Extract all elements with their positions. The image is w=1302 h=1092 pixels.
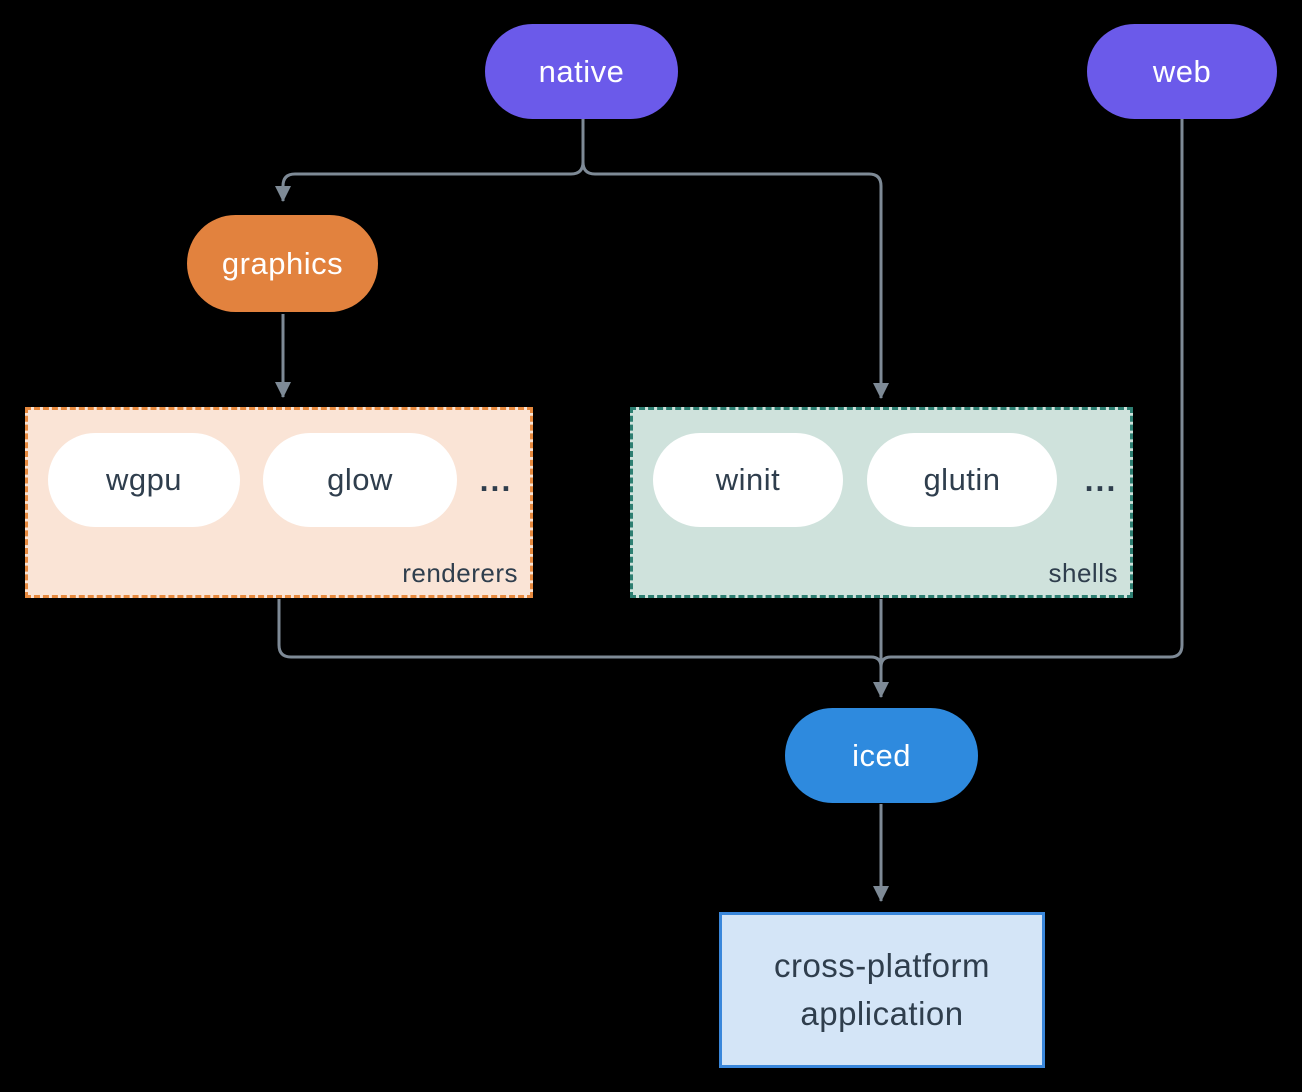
node-iced: iced bbox=[785, 708, 978, 803]
node-glow: glow bbox=[263, 433, 457, 527]
node-wgpu-label: wgpu bbox=[105, 462, 183, 497]
application-label-line1: cross-platform bbox=[773, 947, 991, 984]
node-web-label: web bbox=[1152, 53, 1212, 89]
edge-native-to-graphics bbox=[275, 119, 585, 202]
node-glow-label: glow bbox=[327, 462, 393, 497]
node-native: native bbox=[485, 24, 678, 119]
node-winit: winit bbox=[653, 433, 843, 527]
group-renderers: wgpu glow ... renderers bbox=[25, 407, 533, 598]
node-native-label: native bbox=[538, 53, 625, 89]
node-glutin-label: glutin bbox=[923, 462, 1001, 497]
node-wgpu: wgpu bbox=[48, 433, 240, 527]
edge-native-to-shells bbox=[581, 119, 889, 399]
node-cross-platform-application: cross-platform application bbox=[719, 912, 1045, 1068]
edge-renderers-to-merge bbox=[277, 599, 883, 668]
renderers-group-label: renderers bbox=[402, 558, 518, 588]
renderers-ellipsis: ... bbox=[479, 461, 513, 498]
application-label-line2: application bbox=[800, 995, 964, 1032]
node-winit-label: winit bbox=[715, 462, 781, 497]
node-graphics-label: graphics bbox=[221, 245, 344, 281]
node-graphics: graphics bbox=[187, 215, 378, 312]
shells-group-label: shells bbox=[1048, 558, 1118, 588]
node-web: web bbox=[1087, 24, 1277, 119]
node-iced-label: iced bbox=[852, 737, 911, 773]
shells-ellipsis: ... bbox=[1084, 461, 1118, 498]
node-glutin: glutin bbox=[867, 433, 1057, 527]
group-shells: winit glutin ... shells bbox=[630, 407, 1133, 598]
